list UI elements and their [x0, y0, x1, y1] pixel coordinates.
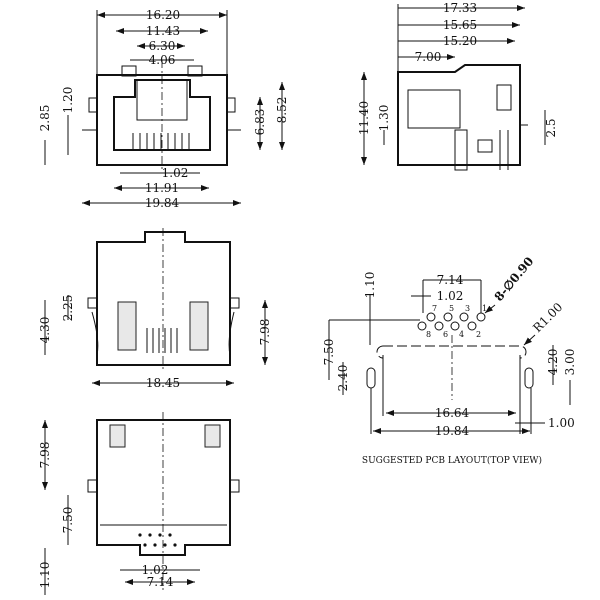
- dim-15-65: 15.65: [443, 18, 477, 32]
- dim-11-40: 11.40: [357, 101, 371, 135]
- side-view: 17.33 15.65 15.20 7.00 11.40 1.30 2.5: [357, 1, 558, 171]
- pcb-layout-caption: SUGGESTED PCB LAYOUT(TOP VIEW): [362, 455, 542, 466]
- dim-6-83: 6.83: [253, 109, 267, 136]
- dim-11-91: 11.91: [145, 181, 179, 195]
- dim-7-14-bottom: 7.14: [147, 575, 174, 589]
- dim-7-50-bottom: 7.50: [61, 507, 75, 534]
- dim-1-10-bottom: 1.10: [38, 562, 52, 589]
- dim-16-20: 16.20: [146, 8, 180, 22]
- dim-1-02: 1.02: [162, 166, 189, 180]
- pin-1: 1: [482, 304, 487, 313]
- dim-11-43: 11.43: [146, 24, 180, 38]
- top-body: [96, 231, 231, 366]
- bottom-view: 7.98 7.50 1.10 1.02 7.14: [38, 412, 240, 595]
- dim-1-00: 1.00: [548, 416, 575, 430]
- dim-19-84: 19.84: [145, 196, 180, 210]
- pin-2: 2: [476, 330, 481, 339]
- dim-19-84-pcb: 19.84: [435, 424, 470, 438]
- dim-3-00: 3.00: [563, 349, 577, 376]
- dim-15-20: 15.20: [443, 34, 477, 48]
- pin-8: 8: [426, 330, 431, 339]
- pcb-layout: 7 5 3 1 8 6 4 2 7.14 1.02 8-∅0.90 1.10 7…: [322, 254, 577, 466]
- dim-17-33: 17.33: [443, 1, 477, 15]
- dim-7-98: 7.98: [258, 319, 272, 346]
- front-body: [96, 74, 228, 166]
- dim-4-06: 4.06: [149, 53, 176, 67]
- dim-2-25: 2.25: [61, 295, 75, 322]
- dim-4-30: 4.30: [38, 317, 52, 344]
- dim-8-hole-dia: 8-∅0.90: [492, 254, 537, 304]
- dim-r1-00: R1.00: [530, 300, 565, 335]
- dim-18-45: 18.45: [146, 376, 180, 390]
- dim-1-30: 1.30: [377, 105, 391, 132]
- dim-1-02-bottom: 1.02: [142, 563, 169, 577]
- dim-7-14: 7.14: [437, 273, 464, 287]
- dim-7-98-bottom: 7.98: [38, 442, 52, 469]
- dim-7-00: 7.00: [415, 50, 442, 64]
- dim-1-10-pcb: 1.10: [363, 272, 377, 299]
- dim-2-85: 2.85: [38, 105, 52, 132]
- dim-6-30: 6.30: [149, 39, 176, 53]
- pin-3: 3: [465, 304, 470, 313]
- contacts: [132, 133, 190, 150]
- dim-1-20: 1.20: [61, 87, 75, 114]
- pin-6: 6: [443, 330, 448, 339]
- pcb-pin-holes: [417, 312, 486, 331]
- pin-4: 4: [459, 330, 464, 339]
- dim-4-20: 4.20: [546, 349, 560, 376]
- top-view: 4.30 2.25 7.98 18.45: [38, 228, 272, 390]
- side-body: [397, 64, 521, 166]
- pin-5: 5: [449, 304, 454, 313]
- dim-2-5: 2.5: [544, 118, 558, 137]
- bottom-pin-holes: [138, 533, 177, 547]
- rj45-opening: [113, 79, 211, 151]
- dim-8-52: 8.52: [275, 97, 289, 124]
- dim-16-64: 16.64: [435, 406, 470, 420]
- dim-1-02-pcb: 1.02: [437, 289, 464, 303]
- front-dimension-lines: [44, 10, 285, 206]
- pin-7: 7: [432, 304, 437, 313]
- dim-7-50-pcb: 7.50: [322, 339, 336, 366]
- dim-2-40: 2.40: [336, 365, 350, 392]
- front-view: 16.20 11.43 6.30 4.06 2.85 1.20 6.83 8.5…: [38, 8, 289, 210]
- bottom-body: [96, 419, 231, 556]
